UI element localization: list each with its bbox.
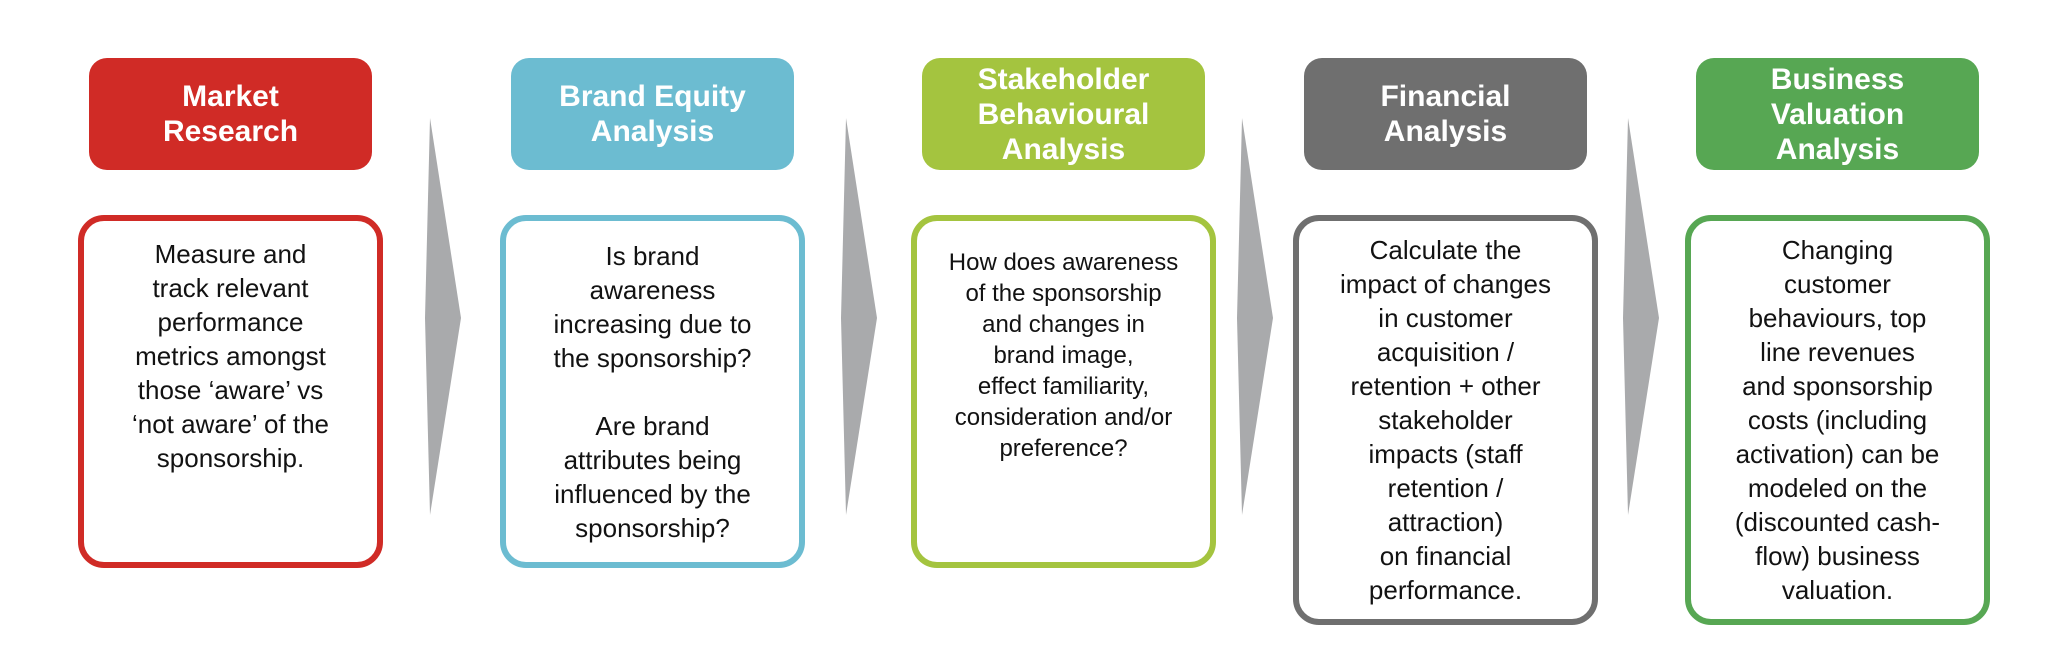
- flow-arrow-icon: [1623, 118, 1659, 515]
- stage-body-text: Is brand awareness increasing due to the…: [553, 240, 752, 543]
- stage-header-label: Market Research: [162, 80, 299, 148]
- stage-body-financial-analysis: Calculate the impact of changes in custo…: [1293, 215, 1598, 625]
- stage-header-market-research: Market Research: [89, 58, 372, 170]
- stage-header-label: Financial Analysis: [1380, 80, 1511, 148]
- flow-arrow-icon: [425, 118, 461, 515]
- stage-body-text: Calculate the impact of changes in custo…: [1339, 235, 1551, 605]
- stage-body-business-valuation-analysis: Changing customer behaviours, top line r…: [1685, 215, 1990, 625]
- stage-body-brand-equity-analysis: Is brand awareness increasing due to the…: [500, 215, 805, 568]
- flow-arrow-icon: [841, 118, 877, 515]
- stage-body-text: Measure and track relevant performance m…: [131, 238, 330, 473]
- stage-body-market-research: Measure and track relevant performance m…: [78, 215, 383, 568]
- stage-header-brand-equity-analysis: Brand Equity Analysis: [511, 58, 794, 170]
- flow-arrow-icon: [1237, 118, 1273, 515]
- stage-header-label: Brand Equity Analysis: [559, 80, 746, 148]
- stage-header-stakeholder-behavioural-analysis: Stakeholder Behavioural Analysis: [922, 58, 1205, 170]
- stage-header-label: Business Valuation Analysis: [1770, 62, 1905, 166]
- stage-body-text: Changing customer behaviours, top line r…: [1734, 235, 1941, 605]
- stage-header-business-valuation-analysis: Business Valuation Analysis: [1696, 58, 1979, 170]
- stage-header-financial-analysis: Financial Analysis: [1304, 58, 1587, 170]
- stage-header-label: Stakeholder Behavioural Analysis: [977, 62, 1150, 166]
- stage-body-stakeholder-behavioural-analysis: How does awareness of the sponsorship an…: [911, 215, 1216, 568]
- stage-body-text: How does awareness of the sponsorship an…: [948, 249, 1179, 462]
